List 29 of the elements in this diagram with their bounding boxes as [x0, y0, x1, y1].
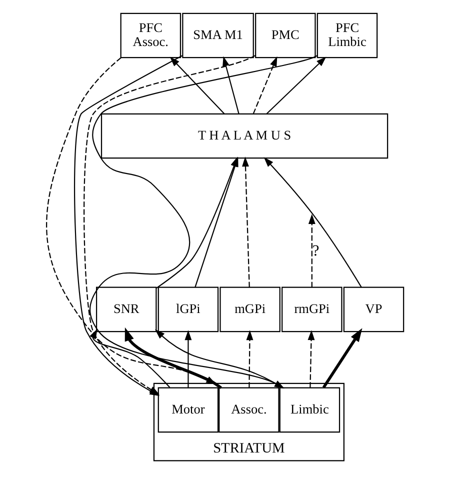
node-box: Limbic: [279, 386, 340, 432]
arrow: [170, 56, 225, 114]
arrow: [246, 330, 254, 387]
node-box: SNR: [96, 286, 157, 332]
node-box: mGPi: [220, 286, 280, 332]
node-box: Assoc.: [218, 386, 280, 432]
node-box: SMA M1: [182, 12, 254, 58]
node-box: T H A L A M U S: [100, 112, 388, 158]
node-box: Motor: [158, 386, 219, 432]
arrow: [266, 56, 326, 114]
node-box: PMC: [255, 12, 316, 58]
arrow: [264, 156, 362, 287]
node-box: PFC Limbic: [316, 12, 378, 58]
edge-label: ?: [312, 242, 320, 260]
arrow: [184, 330, 192, 387]
node-box: PFC Assoc.: [120, 12, 182, 58]
arrow: [90, 328, 170, 388]
arrow: [124, 326, 222, 388]
node-box: VP: [343, 286, 404, 332]
arrow: [308, 330, 315, 388]
arrow: [322, 328, 362, 388]
arrow: [154, 328, 283, 388]
arrow: [222, 56, 240, 114]
node-box: lGPi: [158, 286, 219, 332]
arrow: [242, 156, 250, 287]
arrow: [308, 214, 316, 287]
arrow: [252, 56, 278, 114]
arrow: [84, 54, 256, 394]
node-box: rmGPi: [282, 286, 342, 332]
